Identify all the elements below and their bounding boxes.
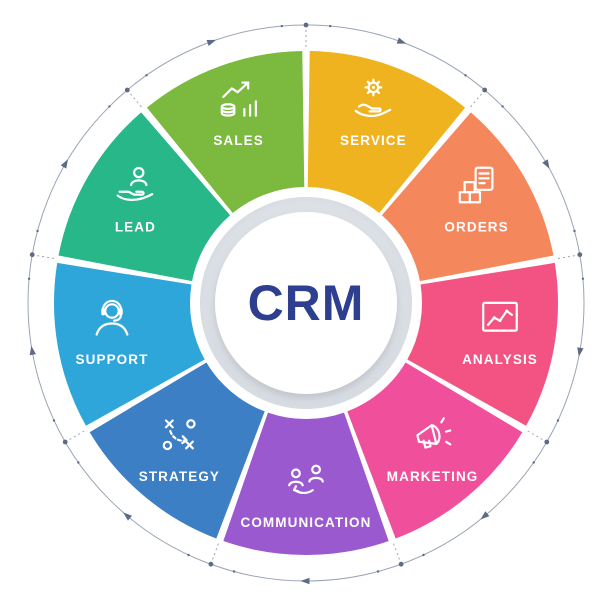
ring-small-dot bbox=[501, 105, 504, 108]
segment-strategy bbox=[89, 362, 265, 539]
segment-orders bbox=[381, 112, 554, 282]
ring-arrow bbox=[29, 345, 36, 356]
ring-tick bbox=[393, 543, 400, 560]
ring-small-dot bbox=[27, 277, 31, 280]
segment-label-sales: SALES bbox=[213, 133, 264, 148]
ring-node-dot bbox=[577, 252, 583, 258]
ring-small-dot bbox=[532, 461, 535, 464]
outer-decorative-ring bbox=[27, 22, 585, 585]
ring-small-dot bbox=[581, 277, 585, 280]
ring-node-dot bbox=[124, 87, 130, 93]
ring-small-dot bbox=[464, 74, 467, 77]
segment-label-orders: ORDERS bbox=[444, 220, 508, 235]
ring-tick bbox=[69, 430, 85, 440]
center-title: CRM bbox=[248, 275, 365, 331]
ring-arrow bbox=[60, 159, 68, 169]
ring-small-dot bbox=[77, 461, 80, 464]
ring-tick bbox=[527, 430, 543, 440]
ring-tick bbox=[37, 255, 54, 259]
ring-tick bbox=[130, 93, 142, 108]
ring-small-dot bbox=[187, 553, 190, 557]
center-disc bbox=[215, 212, 397, 394]
ring-small-dot bbox=[108, 105, 111, 108]
ring-small-dot bbox=[36, 229, 39, 233]
segment-marketing bbox=[347, 362, 523, 539]
ring-arrow bbox=[123, 512, 133, 521]
segment-label-marketing: MARKETING bbox=[387, 469, 479, 484]
ring-arrow bbox=[480, 511, 490, 520]
segment-label-strategy: STRATEGY bbox=[139, 469, 220, 484]
ring-arrow bbox=[206, 39, 217, 46]
ring-node-dot bbox=[544, 439, 550, 445]
segment-analysis bbox=[407, 262, 558, 426]
segment-support bbox=[54, 262, 205, 426]
segment-label-support: SUPPORT bbox=[76, 352, 149, 367]
ring-node-dot bbox=[303, 22, 309, 28]
ring-node-dot bbox=[62, 439, 68, 445]
ring-node-dot bbox=[398, 561, 404, 567]
ring-node-dot bbox=[482, 87, 488, 93]
segment-sales bbox=[146, 51, 305, 214]
segment-service bbox=[307, 51, 466, 214]
ring-small-dot bbox=[145, 74, 148, 77]
segment-label-communication: COMMUNICATION bbox=[240, 515, 371, 530]
center-hub: CRM bbox=[200, 197, 412, 409]
ring-node-dot bbox=[208, 561, 214, 567]
segment-label-lead: LEAD bbox=[115, 220, 156, 235]
segment-wheel: SALES SERVICE ORDERS ANALYSIS MARKETING COMMU… bbox=[54, 51, 558, 556]
ring-small-dot bbox=[329, 24, 332, 28]
segment-label-service: SERVICE bbox=[340, 133, 407, 148]
ring-arrow bbox=[396, 37, 407, 44]
ring-small-dot bbox=[52, 419, 56, 422]
ring-small-dot bbox=[280, 24, 283, 28]
ring-small-dot bbox=[232, 570, 236, 573]
ring-small-dot bbox=[376, 570, 380, 573]
ring-tick bbox=[470, 93, 482, 108]
ring-small-dot bbox=[573, 229, 576, 233]
ring-node-dot bbox=[29, 252, 35, 258]
segment-label-analysis: ANALYSIS bbox=[462, 352, 538, 367]
ring-small-dot bbox=[422, 553, 425, 557]
ring-small-dot bbox=[556, 419, 560, 422]
ring-arrow bbox=[542, 159, 550, 169]
ring-tick bbox=[558, 255, 575, 259]
ring-arrow bbox=[577, 347, 584, 357]
segment-communication bbox=[223, 412, 389, 556]
ring-arrow bbox=[300, 577, 310, 585]
ring-tick bbox=[212, 543, 219, 560]
